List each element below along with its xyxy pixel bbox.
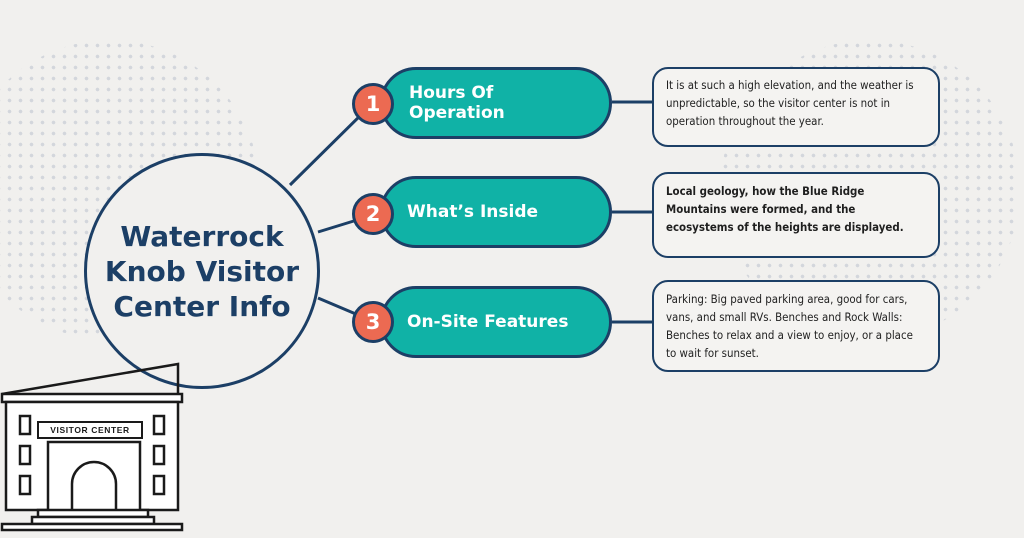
visitor-center-sign: VISITOR CENTER [37,421,143,439]
visitor-center-sign-text: VISITOR CENTER [50,425,130,435]
hub-title: Waterrock Knob Visitor Center Info [104,219,300,323]
item-3-number: 3 [365,310,381,334]
hub-circle: Waterrock Knob Visitor Center Info [84,153,320,389]
item-2-title: What’s Inside [407,202,539,222]
item-3-title: On-Site Features [407,312,569,332]
item-2-number: 2 [365,202,381,226]
item-1-title: Hours Of Operation [409,83,505,123]
item-3-description-box: Parking: Big paved parking area, good fo… [652,280,940,372]
item-1-description-box: It is at such a high elevation, and the … [652,67,940,147]
item-1-description: It is at such a high elevation, and the … [666,78,914,128]
item-2-badge: 2 [352,193,394,235]
item-1-pill: Hours Of Operation [380,67,612,139]
visitor-center-building-icon [0,362,184,532]
item-1-number: 1 [365,92,381,116]
item-2-description: Local geology, how the Blue Ridge Mounta… [666,184,904,234]
item-2-description-box: Local geology, how the Blue Ridge Mounta… [652,172,940,258]
item-3-badge: 3 [352,301,394,343]
item-2-pill: What’s Inside [380,176,612,248]
item-3-description: Parking: Big paved parking area, good fo… [666,292,913,360]
item-3-pill: On-Site Features [380,286,612,358]
item-1-badge: 1 [352,83,394,125]
